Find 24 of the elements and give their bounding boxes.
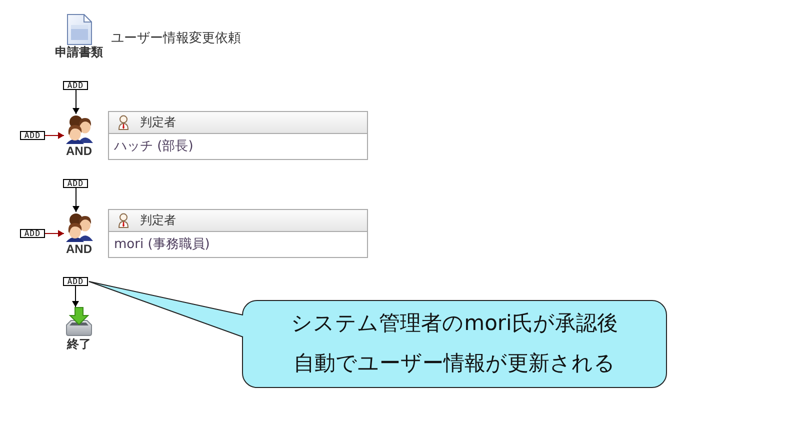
arrow <box>72 90 80 114</box>
add-button: ADD <box>63 179 88 188</box>
header-label: 判定者 <box>140 114 176 131</box>
icon-caption: 終了 <box>67 337 91 351</box>
approver-name: ハッチ (部長) <box>113 138 194 156</box>
approver-panel <box>108 111 368 160</box>
header-label: 判定者 <box>140 212 176 229</box>
arrow <box>72 286 79 308</box>
add-button: ADD <box>20 229 45 238</box>
icon-caption: AND <box>66 144 92 158</box>
arrow <box>44 132 64 139</box>
approver-panel <box>108 209 368 258</box>
arrow <box>72 188 80 212</box>
add-button: ADD <box>63 81 88 90</box>
callout-text: 自動でユーザー情報が更新される <box>294 350 616 377</box>
add-button: ADD <box>20 131 45 140</box>
icon-caption: 申請書類 <box>55 45 103 59</box>
callout-bubble <box>242 300 667 388</box>
add-button: ADD <box>63 277 88 286</box>
icon-caption: AND <box>66 242 92 256</box>
approver-name: mori (事務職員) <box>113 236 211 254</box>
callout-text: システム管理者のmori氏が承認後 <box>291 310 618 337</box>
arrow <box>44 230 64 237</box>
document-title: ユーザー情報変更依頼 <box>111 30 241 47</box>
